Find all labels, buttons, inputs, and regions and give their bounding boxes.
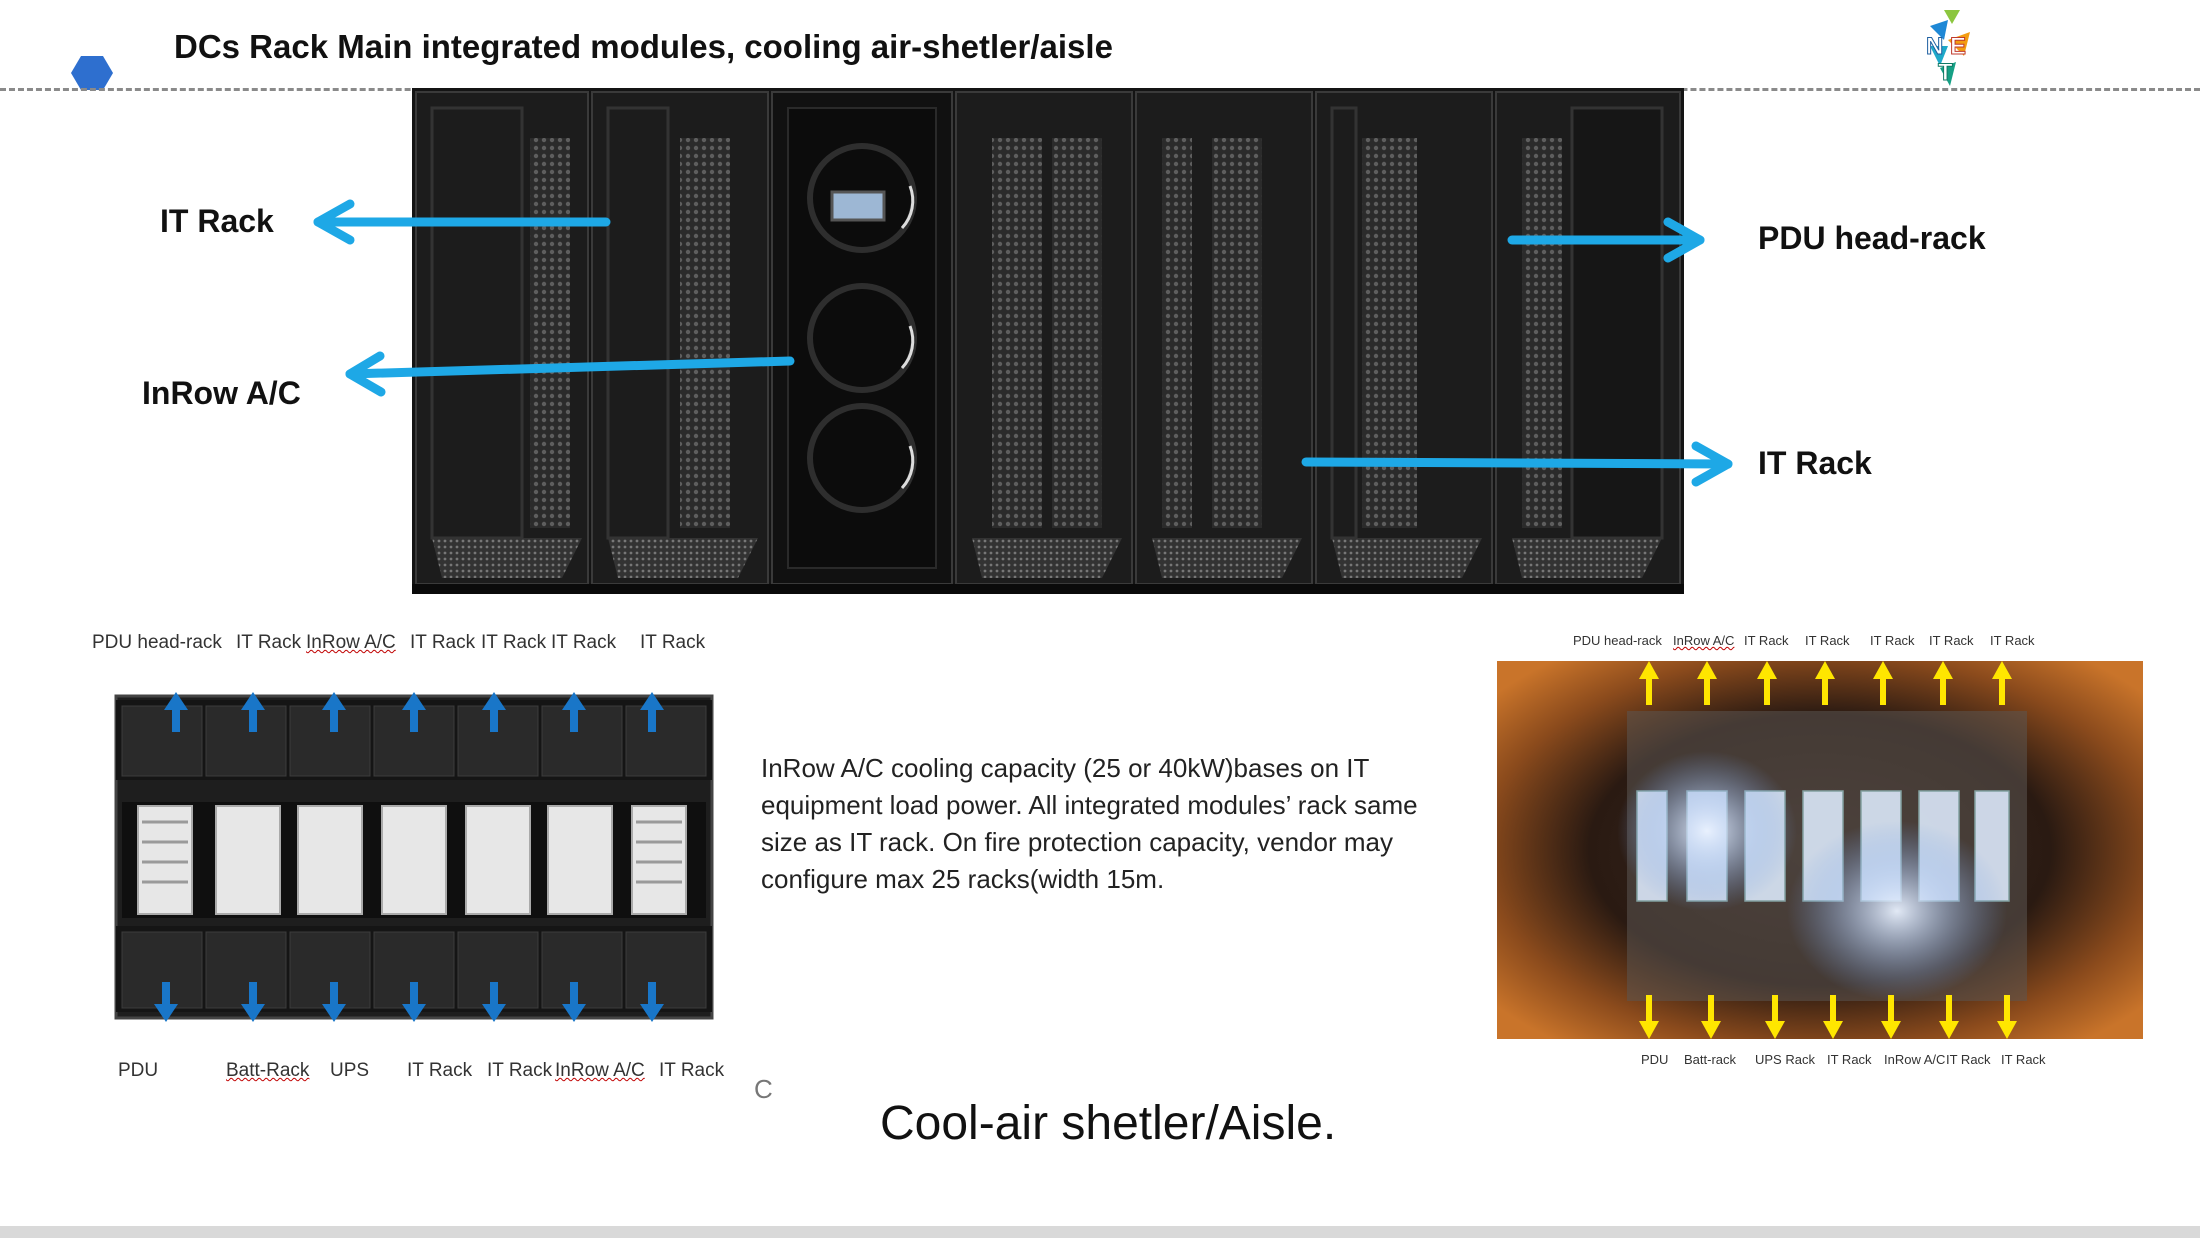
right-airflow-plan-image (1497, 661, 2143, 1039)
company-logo: N E T (1926, 10, 1970, 87)
left-plan-top-label-6: IT Rack (551, 632, 617, 653)
slide-title: DCs Rack Main integrated modules, coolin… (174, 28, 1113, 65)
logo-letter-n: N (1926, 33, 1943, 60)
right-plan-bottom-label-3: UPS Rack (1755, 1052, 1815, 1067)
cabinet-2 (591, 91, 769, 585)
left-plan-top-label-2: IT Rack (236, 632, 302, 653)
right-plan-bottom-label-5: InRow A/C (1884, 1052, 1946, 1067)
left-plan-top-label-4: IT Rack (410, 632, 476, 653)
right-plan-top-label-7: IT Rack (1990, 633, 2035, 648)
arrow-head-it-rack-right (1691, 441, 1733, 487)
left-plan-bottom-label-7: IT Rack (659, 1060, 725, 1081)
logo-letter-e: E (1950, 33, 1966, 60)
cabinet-6 (1315, 91, 1493, 585)
right-plan-bottom-label-7: IT Rack (2001, 1052, 2046, 1067)
right-plan-top-label-4: IT Rack (1805, 633, 1850, 648)
callout-it-rack-right: IT Rack (1758, 445, 1872, 481)
callout-inrow-ac: InRow A/C (142, 375, 301, 411)
arrow-head-inrow-ac (345, 351, 386, 397)
left-plan-top-label-1: PDU head-rack (92, 632, 222, 653)
stray-mark: C (754, 1074, 773, 1104)
right-plan-top-label-6: IT Rack (1929, 633, 1974, 648)
slide-caption: Cool-air shetler/Aisle. (880, 1097, 1337, 1150)
hexagon-bullet-icon (71, 56, 113, 90)
logo-letter-t: T (1938, 59, 1953, 86)
left-plan-top-label-7: IT Rack (640, 632, 706, 653)
right-plan-bottom-label-1: PDU (1641, 1052, 1669, 1067)
right-plan-bottom-label-2: Batt-rack (1684, 1052, 1737, 1067)
left-plan-bottom-label-4: IT Rack (407, 1060, 473, 1081)
right-plan-top-label-5: IT Rack (1870, 633, 1915, 648)
pdu-head-cabinet (1495, 91, 1681, 585)
left-plan-bottom-label-5: IT Rack (487, 1060, 553, 1081)
right-plan-top-label-1: PDU head-rack (1573, 633, 1662, 648)
right-plan-bottom-label-4: IT Rack (1827, 1052, 1872, 1067)
callout-it-rack-left: IT Rack (160, 203, 274, 239)
left-plan-bottom-label-2: Batt-Rack (226, 1060, 310, 1081)
left-plan-top-label-3: InRow A/C (306, 632, 396, 653)
cabinet-1 (415, 91, 589, 585)
left-plan-bottom-label-3: UPS (330, 1060, 370, 1081)
cabinet-4 (955, 91, 1133, 585)
arrow-head-it-rack-left (313, 199, 355, 245)
left-plan-bottom-label-1: PDU (118, 1060, 159, 1081)
right-plan-top-label-3: IT Rack (1744, 633, 1789, 648)
inrow-ac-cabinet (771, 91, 953, 585)
cabinet-5 (1135, 91, 1313, 585)
right-plan-top-label-2: InRow A/C (1673, 633, 1735, 648)
left-plan-top-label-5: IT Rack (481, 632, 547, 653)
left-plan-bottom-label-6: InRow A/C (555, 1060, 645, 1081)
right-plan-bottom-label-6: IT Rack (1946, 1052, 1991, 1067)
footer-bar (0, 1226, 2200, 1238)
left-floor-plan-image (114, 692, 714, 1022)
rack-row-image (412, 88, 1684, 594)
callout-pdu-head-rack: PDU head-rack (1758, 220, 1986, 256)
description-text: InRow A/C cooling capacity (25 or 40kW)b… (761, 753, 1418, 894)
